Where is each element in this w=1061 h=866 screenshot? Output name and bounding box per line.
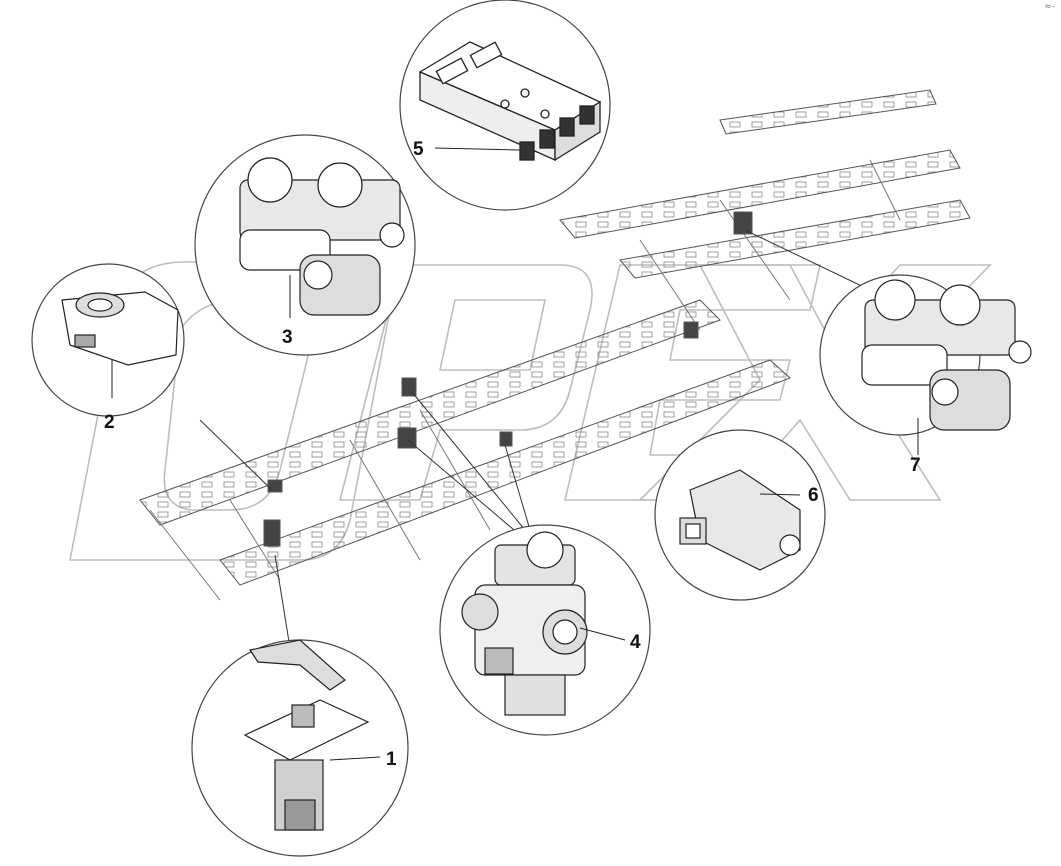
yaw-rate-sensor-icon: [679, 469, 801, 571]
callout-labels: 1 2 3 4 5 6 7: [104, 139, 921, 770]
chassis-frame-icon: [139, 89, 971, 601]
ecu-module-icon: [418, 41, 602, 162]
modulator-valve-block-icon: [861, 279, 1032, 431]
callout-label-7: 7: [910, 455, 921, 476]
steering-angle-sensor-icon: [61, 291, 179, 366]
modulator-valve-block-icon: [239, 157, 405, 316]
callout-pointers: [111, 147, 919, 761]
corner-mark: ≈-: [1044, 2, 1055, 12]
callout-label-1: 1: [386, 749, 397, 770]
callout-label-3: 3: [282, 327, 293, 348]
callout-label-5: 5: [413, 139, 424, 160]
callout-label-6: 6: [808, 485, 819, 506]
callout-label-4: 4: [630, 632, 641, 653]
callout-label-2: 2: [104, 412, 115, 433]
hand-brake-valve-icon: [243, 639, 370, 831]
leader-lines: [199, 229, 871, 649]
relay-valve-icon: [461, 531, 588, 716]
